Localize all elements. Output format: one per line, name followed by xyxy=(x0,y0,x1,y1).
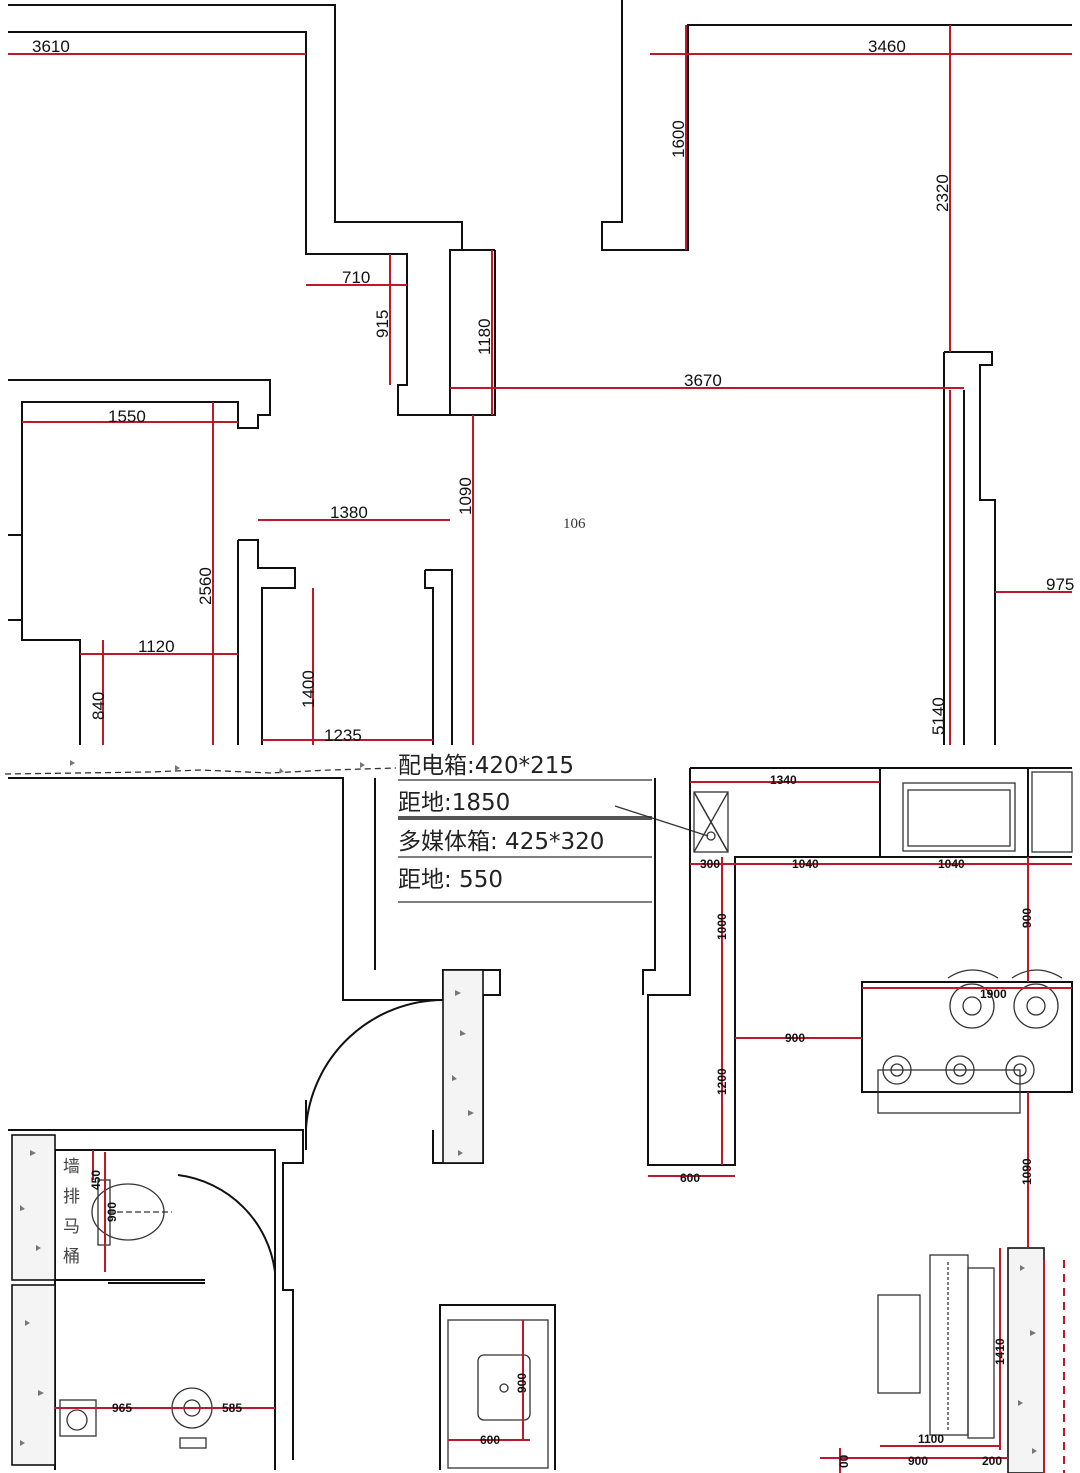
note-media-height: 距地: 550 xyxy=(398,867,503,893)
dim-3670: 3670 xyxy=(684,371,722,390)
kitchen-dimension-lines xyxy=(648,781,1072,1473)
dim-2320: 2320 xyxy=(933,174,952,212)
hatch-char-3: 马 xyxy=(63,1217,80,1237)
dim-900-right: 900 xyxy=(1020,908,1034,928)
dim-900-toilet: 900 xyxy=(105,1202,119,1222)
dim-200: 200 xyxy=(982,1454,1002,1468)
kitchen-dimension-labels: 1340 300 1040 1040 900 1000 1900 900 120… xyxy=(680,773,1034,1468)
bath-dimension-labels: 450 900 965 585 900 600 xyxy=(89,1170,529,1447)
dim-975: 975 xyxy=(1046,575,1074,594)
dim-1040-b: 1040 xyxy=(938,857,965,871)
note-distribution-height: 距地:1850 xyxy=(398,790,510,816)
room-label-106: 106 xyxy=(563,516,586,532)
dim-840: 840 xyxy=(89,692,108,720)
separator xyxy=(0,746,1080,775)
dim-710: 710 xyxy=(342,268,370,287)
dim-585: 585 xyxy=(222,1401,242,1415)
note-distribution-box: 配电箱:420*215 xyxy=(398,753,574,779)
dim-5140: 5140 xyxy=(929,697,948,735)
dim-1380: 1380 xyxy=(330,503,368,522)
distribution-box-icon xyxy=(693,791,729,853)
dim-1090-kitchen: 1090 xyxy=(1020,1158,1034,1185)
hatch-char-2: 排 xyxy=(63,1187,80,1207)
dim-1340: 1340 xyxy=(770,773,797,787)
dim-1400: 1400 xyxy=(299,670,318,708)
bath-dimension-lines xyxy=(55,1150,530,1441)
dim-3610: 3610 xyxy=(32,37,70,56)
dim-00: 00 xyxy=(837,1454,851,1468)
top-dimension-labels: 3610 3460 1600 2320 710 915 1180 3670 15… xyxy=(32,37,1074,745)
hatch-char-1: 墙 xyxy=(63,1157,80,1177)
dim-600-basin: 600 xyxy=(480,1433,500,1447)
dim-915: 915 xyxy=(373,310,392,338)
dim-1180: 1180 xyxy=(475,318,494,355)
dim-450: 450 xyxy=(89,1170,103,1190)
dim-1410: 1410 xyxy=(993,1338,1007,1365)
dim-300: 300 xyxy=(700,857,720,871)
piano-icon xyxy=(929,1254,969,1436)
dim-1200: 1200 xyxy=(715,1068,729,1095)
kitchen-walls xyxy=(647,767,1073,1473)
dim-900-basin: 900 xyxy=(515,1373,529,1393)
hatch-char-4: 桶 xyxy=(63,1247,80,1267)
dim-3460: 3460 xyxy=(868,37,906,56)
dim-1040-a: 1040 xyxy=(792,857,819,871)
dim-900-mid: 900 xyxy=(785,1031,805,1045)
dim-1100: 1100 xyxy=(918,1432,944,1446)
dim-1120: 1120 xyxy=(138,637,175,656)
electrical-notes: 配电箱:420*215 距地:1850 多媒体箱: 425*320 距地: 55… xyxy=(398,753,709,903)
dim-900-bottom: 900 xyxy=(908,1454,928,1468)
bottom-walls: 墙 排 马 桶 xyxy=(8,777,656,1470)
dim-1000: 1000 xyxy=(715,913,729,940)
note-media-box: 多媒体箱: 425*320 xyxy=(398,829,604,855)
dim-1550: 1550 xyxy=(108,407,146,426)
wash-basin-icon xyxy=(477,1354,531,1421)
top-dimension-lines xyxy=(8,25,1072,745)
bar-stool-icons xyxy=(882,969,1063,1085)
dim-600: 600 xyxy=(680,1171,700,1185)
dim-1090: 1090 xyxy=(456,477,475,515)
dim-965: 965 xyxy=(112,1401,132,1415)
dim-1600: 1600 xyxy=(669,120,688,158)
top-walls xyxy=(8,0,1072,745)
dim-2560: 2560 xyxy=(196,567,215,605)
dim-1235: 1235 xyxy=(324,726,362,745)
dim-1900: 1900 xyxy=(980,987,1007,1001)
